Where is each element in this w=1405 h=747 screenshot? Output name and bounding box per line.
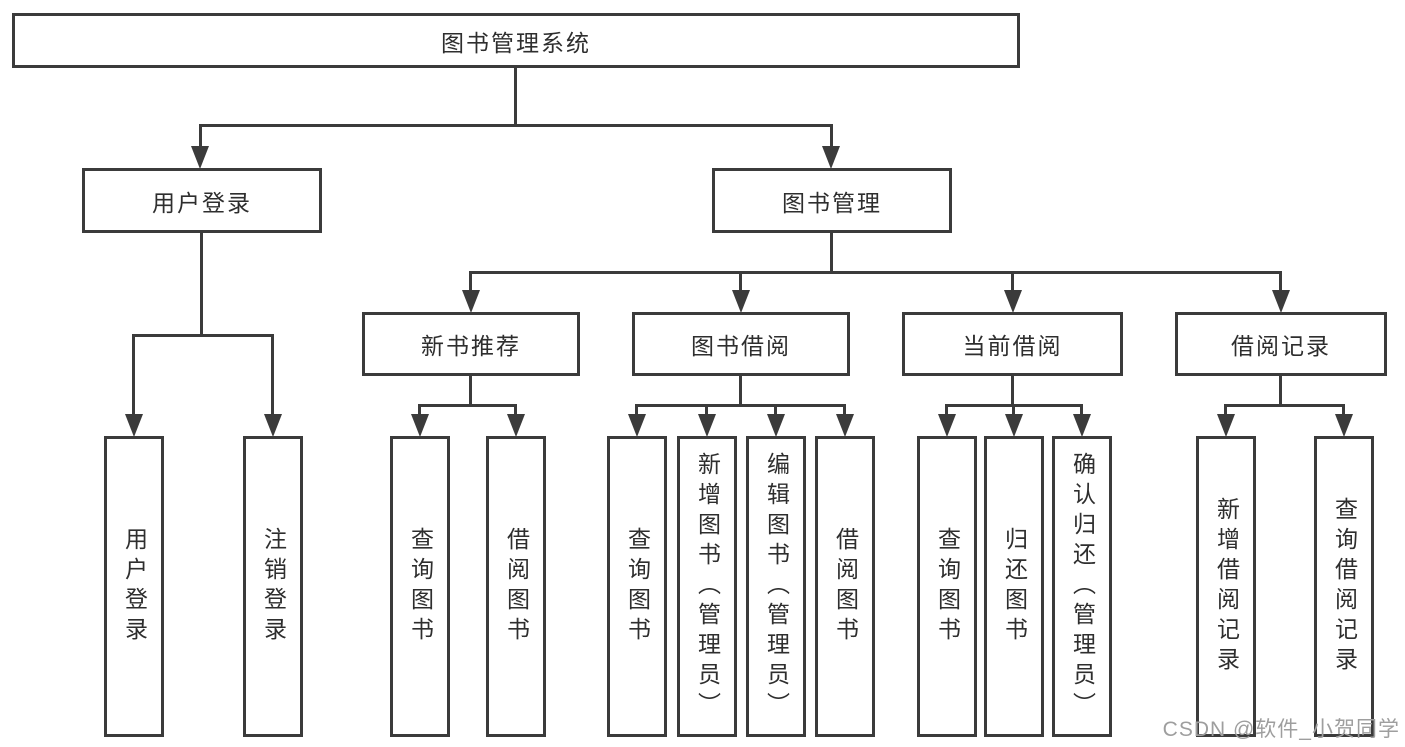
node-current-borrow: 当前借阅 <box>902 312 1123 376</box>
arrowhead-login-leaf2 <box>264 414 282 437</box>
node-root-system: 图书管理系统 <box>12 13 1020 68</box>
leaf-bb-edit-books-admin-label: 编辑图书（管理员） <box>763 451 790 722</box>
node-current-borrow-label: 当前借阅 <box>962 333 1063 359</box>
leaf-cb-confirm-return-admin-label: 确认归还（管理员） <box>1069 451 1096 722</box>
connector-stem-nb-leaf2 <box>514 404 517 418</box>
leaf-br-add-record-label: 新增借阅记录 <box>1213 496 1240 677</box>
connector-user-login-stem <box>200 233 203 336</box>
arrowhead-br-leaf2 <box>1335 414 1353 437</box>
leaf-br-add-record: 新增借阅记录 <box>1196 436 1256 737</box>
connector-level2-rail <box>200 124 832 127</box>
connector-level3-stem-4 <box>1279 271 1282 295</box>
leaf-cb-query-books-label: 查询图书 <box>934 526 961 647</box>
arrowhead-br-leaf1 <box>1217 414 1235 437</box>
arrowhead-new-books <box>462 290 480 313</box>
node-new-books: 新书推荐 <box>362 312 580 376</box>
connector-user-login-rail <box>134 334 273 337</box>
arrowhead-bb-leaf2 <box>698 414 716 437</box>
arrowhead-nb-leaf2 <box>507 414 525 437</box>
connector-stem-bb-leaf4 <box>843 404 846 418</box>
connector-new-books-rail <box>420 404 516 407</box>
arrowhead-current-borrow <box>1004 290 1022 313</box>
connector-stem-cb-leaf1 <box>945 404 948 418</box>
connector-stem-bb-leaf3 <box>774 404 777 418</box>
leaf-bb-query-books: 查询图书 <box>607 436 667 737</box>
arrowhead-bb-leaf3 <box>767 414 785 437</box>
connector-book-borrow-rail <box>637 404 845 407</box>
node-book-borrow-label: 图书借阅 <box>691 333 791 359</box>
leaf-user-login-label: 用户登录 <box>121 526 148 647</box>
leaf-bb-query-books-label: 查询图书 <box>624 526 651 647</box>
node-borrow-records: 借阅记录 <box>1175 312 1387 376</box>
connector-level3-stem-2 <box>739 271 742 295</box>
arrowhead-bb-leaf1 <box>628 414 646 437</box>
csdn-watermark: CSDN @软件_小贺同学 <box>1162 718 1400 741</box>
connector-stem-bb-leaf2 <box>705 404 708 418</box>
connector-level3-stem-3 <box>1011 271 1014 295</box>
leaf-nb-query-books-label: 查询图书 <box>407 526 434 647</box>
arrowhead-book-mgmt <box>822 146 840 169</box>
node-book-mgmt: 图书管理 <box>712 168 952 233</box>
leaf-bb-add-books-admin: 新增图书（管理员） <box>677 436 737 737</box>
node-borrow-records-label: 借阅记录 <box>1231 333 1331 359</box>
connector-stem-cb-leaf3 <box>1080 404 1083 418</box>
connector-level3-stem-1 <box>469 271 472 295</box>
leaf-nb-query-books: 查询图书 <box>390 436 450 737</box>
connector-level3-rail <box>471 271 1281 274</box>
leaf-logout-label: 注销登录 <box>260 526 287 647</box>
arrowhead-cb-leaf1 <box>938 414 956 437</box>
leaf-br-query-record-label: 查询借阅记录 <box>1331 496 1358 677</box>
leaf-br-query-record: 查询借阅记录 <box>1314 436 1374 737</box>
connector-level2-stem-left <box>199 124 202 152</box>
leaf-nb-borrow-books: 借阅图书 <box>486 436 546 737</box>
connector-stem-nb-leaf1 <box>418 404 421 418</box>
leaf-bb-borrow-books: 借阅图书 <box>815 436 875 737</box>
node-new-books-label: 新书推荐 <box>421 333 521 359</box>
leaf-bb-edit-books-admin: 编辑图书（管理员） <box>746 436 806 737</box>
connector-root-stem <box>514 68 517 125</box>
connector-borrow-records-rail <box>1226 404 1344 407</box>
connector-current-borrow-stem <box>1011 376 1014 407</box>
connector-borrow-records-stem <box>1279 376 1282 407</box>
node-user-login-label: 用户登录 <box>152 189 252 216</box>
arrowhead-login-leaf1 <box>125 414 143 437</box>
connector-level2-stem-right <box>830 124 833 152</box>
leaf-cb-return-books: 归还图书 <box>984 436 1044 737</box>
arrowhead-nb-leaf1 <box>411 414 429 437</box>
connector-stem-br-leaf1 <box>1224 404 1227 418</box>
arrowhead-cb-leaf2 <box>1005 414 1023 437</box>
leaf-nb-borrow-books-label: 借阅图书 <box>503 526 530 647</box>
leaf-user-login: 用户登录 <box>104 436 164 737</box>
arrowhead-book-borrow <box>732 290 750 313</box>
arrowhead-user-login <box>191 146 209 169</box>
connector-stem-cb-leaf2 <box>1012 404 1015 418</box>
arrowhead-cb-leaf3 <box>1073 414 1091 437</box>
leaf-cb-query-books: 查询图书 <box>917 436 977 737</box>
node-book-mgmt-label: 图书管理 <box>782 189 882 216</box>
leaf-cb-return-books-label: 归还图书 <box>1001 526 1028 647</box>
node-root-label: 图书管理系统 <box>441 29 591 56</box>
connector-book-borrow-stem <box>739 376 742 407</box>
leaf-logout: 注销登录 <box>243 436 303 737</box>
connector-stem-br-leaf2 <box>1342 404 1345 418</box>
leaf-cb-confirm-return-admin: 确认归还（管理员） <box>1052 436 1112 737</box>
connector-new-books-stem <box>469 376 472 407</box>
leaf-bb-borrow-books-label: 借阅图书 <box>832 526 859 647</box>
connector-stem-bb-leaf1 <box>635 404 638 418</box>
node-book-borrow: 图书借阅 <box>632 312 850 376</box>
arrowhead-bb-leaf4 <box>836 414 854 437</box>
connector-stem-login-leaf1 <box>132 334 135 418</box>
connector-book-mgmt-stem <box>830 233 833 274</box>
node-user-login: 用户登录 <box>82 168 322 233</box>
arrowhead-borrow-records <box>1272 290 1290 313</box>
leaf-bb-add-books-admin-label: 新增图书（管理员） <box>694 451 721 722</box>
connector-stem-login-leaf2 <box>271 334 274 418</box>
